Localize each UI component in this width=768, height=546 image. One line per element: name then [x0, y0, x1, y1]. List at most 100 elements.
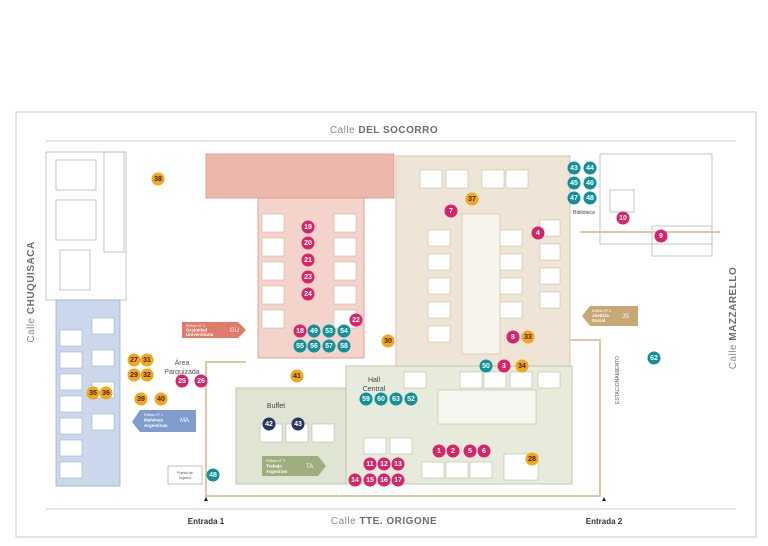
marker-31[interactable]: 31 [140, 353, 154, 367]
marker-circle [583, 191, 597, 205]
marker-52[interactable]: 52 [404, 392, 418, 406]
marker-11[interactable]: 11 [363, 457, 377, 471]
marker-59[interactable]: 59 [359, 392, 373, 406]
marker-39[interactable]: 39 [134, 392, 148, 406]
marker-20[interactable]: 20 [301, 236, 315, 250]
marker-63[interactable]: 63 [389, 392, 403, 406]
marker-number: 53 [325, 328, 333, 335]
marker-16[interactable]: 16 [377, 473, 391, 487]
marker-number: 43 [570, 165, 578, 172]
marker-number: 57 [325, 343, 333, 350]
marker-18[interactable]: 18 [293, 324, 307, 338]
marker-48[interactable]: 48 [206, 468, 220, 482]
marker-32[interactable]: 32 [140, 368, 154, 382]
marker-33[interactable]: 33 [521, 330, 535, 344]
marker-number: 55 [296, 343, 304, 350]
tag-js-code: JS [622, 314, 629, 320]
marker-circle [363, 473, 377, 487]
marker-60[interactable]: 60 [374, 392, 388, 406]
marker-41[interactable]: 41 [290, 369, 304, 383]
marker-19[interactable]: 19 [301, 220, 315, 234]
marker-13[interactable]: 13 [391, 457, 405, 471]
marker-25[interactable]: 25 [175, 374, 189, 388]
northeast-building [599, 153, 713, 257]
marker-number: 25 [178, 378, 186, 385]
marker-47[interactable]: 47 [567, 191, 581, 205]
marker-49[interactable]: 49 [307, 324, 321, 338]
marker-circle [465, 192, 479, 206]
marker-57[interactable]: 57 [322, 339, 336, 353]
marker-40[interactable]: 40 [154, 392, 168, 406]
marker-number: 12 [380, 461, 388, 468]
marker-27[interactable]: 27 [127, 353, 141, 367]
marker-number: 41 [293, 373, 301, 380]
marker-21[interactable]: 21 [301, 253, 315, 267]
marker-4[interactable]: 4 [531, 226, 545, 240]
marker-30[interactable]: 30 [381, 334, 395, 348]
marker-circle [322, 339, 336, 353]
marker-number: 9 [659, 233, 663, 240]
marker-24[interactable]: 24 [301, 287, 315, 301]
marker-circle [377, 457, 391, 471]
marker-6[interactable]: 6 [477, 444, 491, 458]
marker-56[interactable]: 56 [307, 339, 321, 353]
marker-54[interactable]: 54 [337, 324, 351, 338]
tag-ta: Edificio N° 3 Trabajo Argentino TA [262, 456, 326, 476]
marker-circle [127, 353, 141, 367]
marker-number: 58 [340, 343, 348, 350]
marker-26[interactable]: 26 [194, 374, 208, 388]
marker-58[interactable]: 58 [337, 339, 351, 353]
estacionamiento-label: ESTACIONAMIENTO [615, 356, 621, 404]
marker-29[interactable]: 29 [127, 368, 141, 382]
marker-8[interactable]: 8 [506, 330, 520, 344]
marker-22[interactable]: 22 [349, 313, 363, 327]
marker-28[interactable]: 28 [525, 452, 539, 466]
marker-number: 19 [304, 224, 312, 231]
marker-38[interactable]: 38 [151, 172, 165, 186]
marker-48[interactable]: 48 [583, 191, 597, 205]
marker-5[interactable]: 5 [463, 444, 477, 458]
marker-46[interactable]: 46 [583, 176, 597, 190]
marker-circle [506, 330, 520, 344]
marker-number: 13 [394, 461, 402, 468]
marker-number: 56 [310, 343, 318, 350]
marker-circle [531, 226, 545, 240]
marker-number: 48 [209, 472, 217, 479]
marker-number: 36 [102, 390, 110, 397]
street-north: Calle DEL SOCORRO [330, 125, 438, 136]
marker-17[interactable]: 17 [391, 473, 405, 487]
marker-45[interactable]: 45 [567, 176, 581, 190]
js-rooms [419, 169, 561, 343]
marker-number: 47 [570, 195, 578, 202]
marker-7[interactable]: 7 [444, 204, 458, 218]
marker-50[interactable]: 50 [479, 359, 493, 373]
marker-circle [521, 330, 535, 344]
marker-number: 44 [586, 165, 594, 172]
tag-ta-name2: Argentino [266, 469, 287, 474]
marker-1[interactable]: 1 [432, 444, 446, 458]
marker-43[interactable]: 43 [291, 417, 305, 431]
marker-44[interactable]: 44 [583, 161, 597, 175]
marker-circle [262, 417, 276, 431]
marker-number: 10 [619, 215, 627, 222]
marker-number: 16 [380, 477, 388, 484]
marker-53[interactable]: 53 [322, 324, 336, 338]
marker-35[interactable]: 35 [86, 386, 100, 400]
marker-15[interactable]: 15 [363, 473, 377, 487]
marker-36[interactable]: 36 [99, 386, 113, 400]
marker-2[interactable]: 2 [446, 444, 460, 458]
marker-10[interactable]: 10 [616, 211, 630, 225]
marker-34[interactable]: 34 [515, 359, 529, 373]
marker-14[interactable]: 14 [348, 473, 362, 487]
marker-number: 31 [143, 357, 151, 364]
marker-62[interactable]: 62 [647, 351, 661, 365]
marker-43[interactable]: 43 [567, 161, 581, 175]
marker-37[interactable]: 37 [465, 192, 479, 206]
marker-12[interactable]: 12 [377, 457, 391, 471]
marker-23[interactable]: 23 [301, 270, 315, 284]
marker-9[interactable]: 9 [654, 229, 668, 243]
marker-55[interactable]: 55 [293, 339, 307, 353]
marker-42[interactable]: 42 [262, 417, 276, 431]
marker-number: 14 [351, 477, 359, 484]
marker-3[interactable]: 3 [497, 359, 511, 373]
